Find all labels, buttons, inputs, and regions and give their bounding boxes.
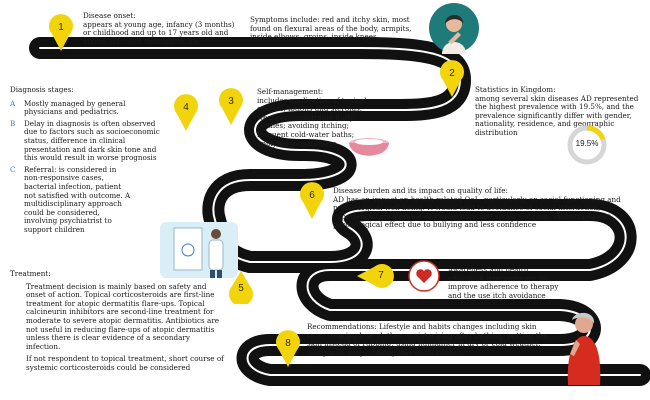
treatment-block: Treatment: Treatment decision is mainly … — [10, 269, 240, 373]
burden-title: Disease burden and its impact on quality… — [333, 186, 508, 195]
pin-2: 2 — [438, 60, 466, 98]
burden-block: Disease burden and its impact on quality… — [333, 186, 633, 230]
pin-6: 6 — [298, 182, 326, 220]
treatment-para-1: Treatment decision is mainly based on sa… — [26, 281, 220, 351]
diagnosis-text: Delay in diagnosis is often observed due… — [24, 118, 160, 163]
diagnosis-letter: A — [10, 98, 16, 108]
prevalence-donut — [567, 125, 607, 165]
diagnosis-title: Diagnosis stages: — [10, 85, 74, 94]
woman-scratching-icon — [429, 3, 479, 54]
heart-head-icon — [408, 260, 440, 292]
statistics-title: Statistics in Kingdom: — [475, 85, 556, 94]
cream-bowl-icon — [349, 138, 389, 156]
disease-onset-title: Disease onset: — [83, 11, 136, 20]
statistics-block: Statistics in Kingdom: among several ski… — [475, 85, 643, 138]
pin-3: 3 — [217, 88, 245, 126]
diagnosis-letter: C — [10, 164, 16, 174]
diagnosis-item-b: B Delay in diagnosis is often observed d… — [10, 118, 160, 163]
symptoms-block: Symptoms include: red and itchy skin, mo… — [250, 15, 425, 42]
woman-red-dress-icon — [567, 312, 601, 385]
awareness-body: Awareness and health education intervent… — [448, 265, 559, 300]
doctor-clipboard-icon — [160, 222, 238, 278]
statistics-body: among several skin diseases AD represent… — [475, 93, 639, 137]
pin-7: 7 — [356, 262, 394, 290]
treatment-para-2: If not respondent to topical treatment, … — [26, 354, 224, 372]
awareness-block: Awareness and health education intervent… — [448, 265, 563, 300]
diagnosis-block: Diagnosis stages: A Mostly managed by ge… — [10, 85, 160, 238]
diagnosis-text: Mostly managed by general physicians and… — [24, 98, 126, 117]
diagnosis-list: A Mostly managed by general physicians a… — [10, 98, 160, 235]
symptoms-body: Symptoms include: red and itchy skin, mo… — [250, 15, 412, 42]
donut-label: 19.5% — [575, 139, 599, 148]
pin-1: 1 — [47, 14, 75, 52]
self-management-body: includes application of topical creams, … — [257, 95, 367, 148]
disease-onset-block: Disease onset: appears at young age, inf… — [83, 11, 243, 46]
self-management-title: Self-management: — [257, 87, 324, 96]
recommendations-block: Recommendations: Lifestyle and habits ch… — [307, 322, 557, 357]
burden-body: AD has an impact on health-related QoL, … — [333, 194, 621, 230]
diagnosis-letter: B — [10, 118, 16, 128]
pin-5: 5 — [227, 266, 255, 304]
pin-8: 8 — [274, 330, 302, 368]
disease-onset-body: appears at young age, infancy (3 months)… — [83, 19, 235, 46]
diagnosis-item-a: A Mostly managed by general physicians a… — [10, 98, 160, 117]
diagnosis-item-c: C Referral: is considered in non-respons… — [10, 164, 134, 235]
treatment-title: Treatment: — [10, 269, 51, 278]
pin-4: 4 — [172, 94, 200, 132]
recommendations-body: Recommendations: Lifestyle and habits ch… — [307, 322, 548, 357]
self-management-block: Self-management: includes application of… — [257, 87, 377, 148]
diagnosis-text: Referral: is considered in non-responsiv… — [24, 164, 131, 234]
